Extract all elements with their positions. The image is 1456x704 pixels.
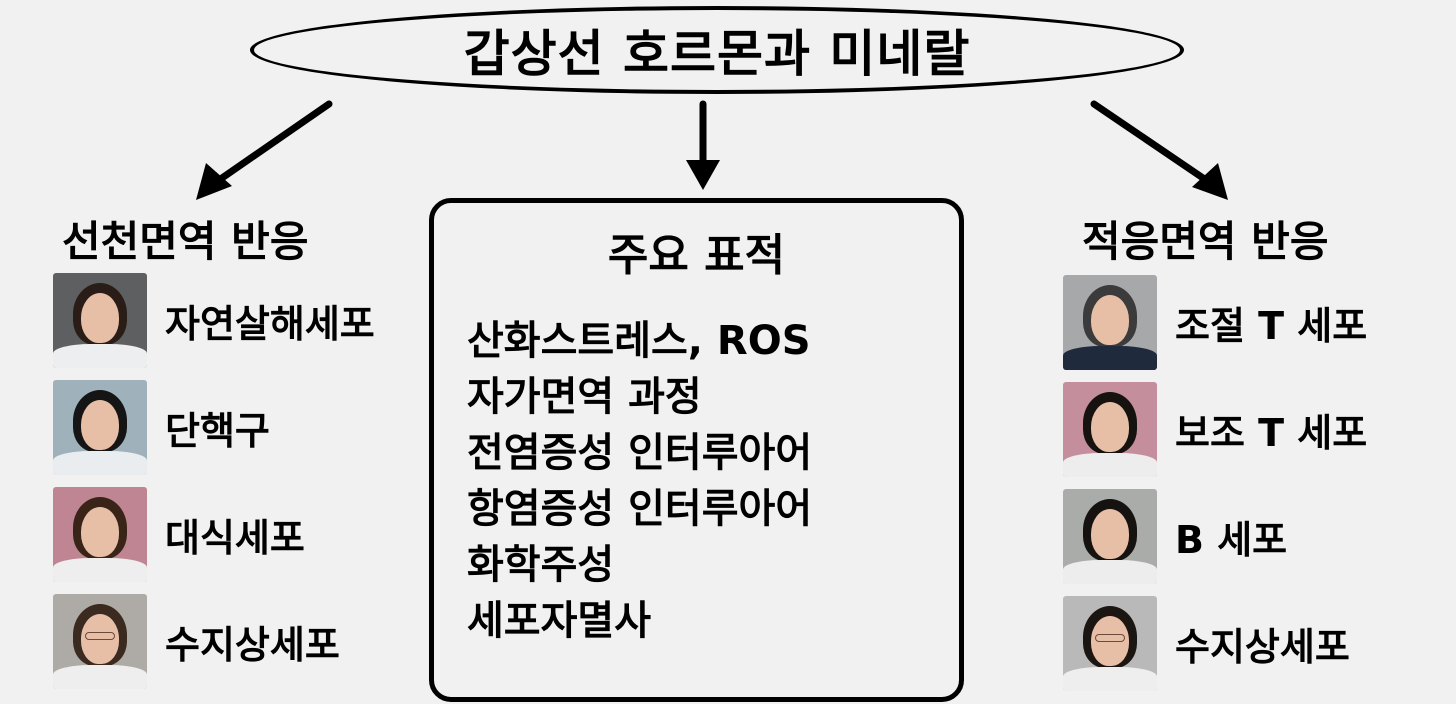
adaptive-cell-list: 조절 T 세포 보조 T 세포 B 세포 수지상세포 [1063, 275, 1367, 691]
portrait-photo [53, 487, 147, 582]
adaptive-immunity-heading: 적응면역 반응 [1082, 217, 1329, 266]
glasses-icon [1095, 634, 1125, 642]
arrow-down-icon [686, 100, 720, 190]
portrait-photo [53, 273, 147, 368]
list-item: 수지상세포 [53, 594, 375, 689]
target-item: 산화스트레스, ROS [467, 318, 811, 364]
innate-cell-list: 자연살해세포 단핵구 대식세포 수지상세포 [53, 273, 375, 689]
cell-label: 수지상세포 [1175, 625, 1350, 669]
arrow-down-left-icon [196, 100, 333, 200]
diagram-title: 갑상선 호르몬과 미네랄 [463, 25, 971, 83]
cell-label: 대식세포 [165, 516, 305, 560]
face-shape [1091, 509, 1129, 559]
list-item: 수지상세포 [1063, 596, 1367, 691]
target-item: 세포자멸사 [467, 598, 651, 644]
face-shape [1091, 295, 1129, 345]
coat-shape [1063, 453, 1157, 477]
target-item: 항염증성 인터루아어 [467, 486, 813, 532]
list-item: 대식세포 [53, 487, 375, 582]
portrait-photo [1063, 275, 1157, 370]
portrait-photo [1063, 596, 1157, 691]
target-item: 자가면역 과정 [467, 374, 702, 420]
cell-label: 수지상세포 [165, 623, 340, 667]
list-item: 자연살해세포 [53, 273, 375, 368]
face-shape [1091, 402, 1129, 452]
portrait-photo [1063, 489, 1157, 584]
cell-label: 단핵구 [165, 409, 270, 453]
list-item: 단핵구 [53, 380, 375, 475]
targets-heading: 주요 표적 [607, 230, 786, 281]
cell-label: 자연살해세포 [165, 302, 375, 346]
target-item: 전염증성 인터루아어 [467, 430, 813, 476]
face-shape [81, 507, 119, 557]
coat-shape [53, 344, 147, 368]
cell-label: 보조 T 세포 [1175, 411, 1368, 455]
title-ellipse: 갑상선 호르몬과 미네랄 [250, 6, 1184, 94]
list-item: 보조 T 세포 [1063, 382, 1367, 477]
coat-shape [53, 451, 147, 475]
list-item: 조절 T 세포 [1063, 275, 1367, 370]
portrait-photo [1063, 382, 1157, 477]
cell-label: B 세포 [1175, 518, 1288, 562]
coat-shape [53, 665, 147, 689]
innate-immunity-heading: 선천면역 반응 [62, 217, 309, 266]
cell-label: 조절 T 세포 [1175, 304, 1368, 348]
arrow-down-right-icon [1090, 100, 1228, 200]
target-item: 화학주성 [467, 542, 615, 588]
coat-shape [1063, 560, 1157, 584]
coat-shape [1063, 667, 1157, 691]
main-targets-box: 주요 표적 산화스트레스, ROS 자가면역 과정 전염증성 인터루아어 항염증… [429, 198, 964, 702]
coat-shape [53, 558, 147, 582]
targets-list: 산화스트레스, ROS 자가면역 과정 전염증성 인터루아어 항염증성 인터루아… [467, 313, 812, 649]
coat-shape [1063, 346, 1157, 370]
portrait-photo [53, 594, 147, 689]
glasses-icon [85, 632, 115, 640]
portrait-photo [53, 380, 147, 475]
list-item: B 세포 [1063, 489, 1367, 584]
face-shape [81, 400, 119, 450]
face-shape [81, 293, 119, 343]
